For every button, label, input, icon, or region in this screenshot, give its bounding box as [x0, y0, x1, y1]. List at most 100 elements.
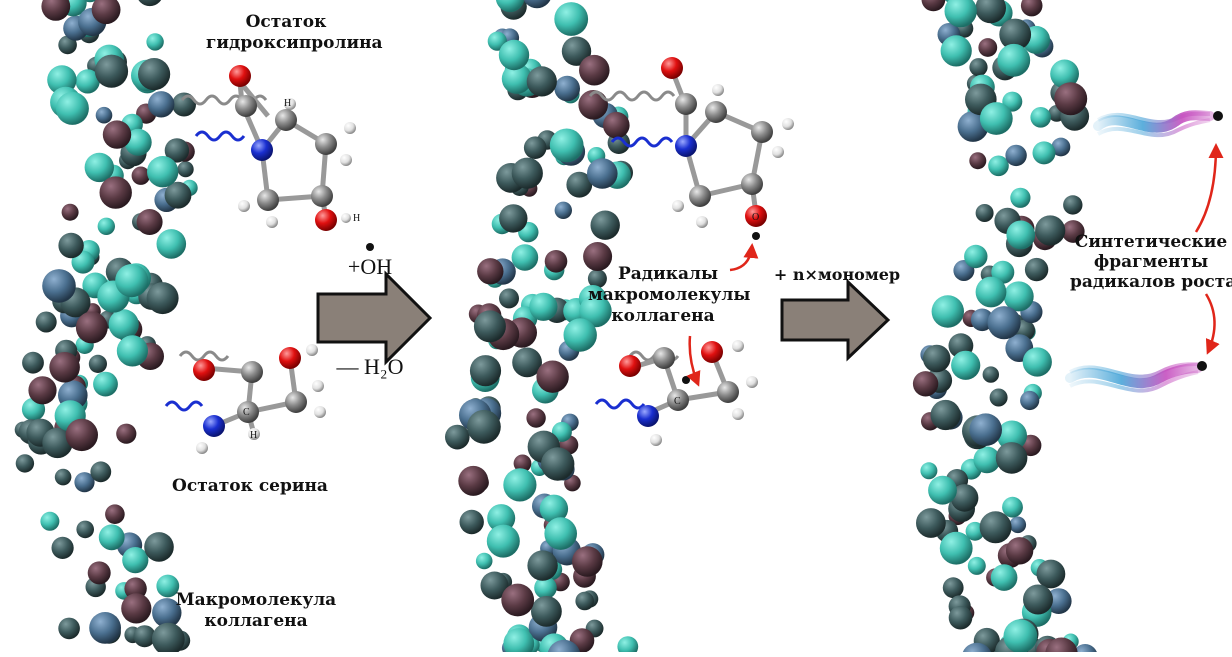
helix-atom-sphere — [1020, 390, 1040, 411]
helix-atom-sphere — [172, 92, 196, 117]
synthetic-fragments-label: Синтетические фрагменты радикалов роста — [1070, 232, 1232, 292]
helix-atom-sphere — [1035, 215, 1066, 246]
helix-atom-sphere — [475, 552, 493, 570]
helix-atom-sphere — [511, 244, 539, 271]
helix-atom-sphere — [54, 468, 72, 486]
helix-atom-sphere — [526, 408, 546, 428]
helix-atom-sphere — [89, 612, 121, 644]
helix-atom-sphere — [1030, 107, 1051, 128]
helix-atom-sphere — [940, 35, 972, 67]
helix-atom-sphere — [164, 181, 192, 209]
helix-atom-sphere — [982, 366, 999, 383]
helix-atom-sphere — [1006, 220, 1036, 250]
helix-atom-sphere — [1009, 516, 1027, 534]
helix-atom-sphere — [1054, 82, 1088, 116]
helix-atom-sphere — [912, 371, 939, 397]
helix-atom-sphere — [1036, 559, 1066, 589]
helix-atom-sphere — [503, 628, 535, 657]
helix-atom-sphere — [1023, 584, 1053, 615]
helix-atom-sphere — [58, 232, 84, 259]
helix-atom-sphere — [22, 351, 44, 374]
helix-atom-sphere — [554, 2, 589, 36]
hydroxyl-radical-dot — [366, 243, 374, 251]
helix-atom-sphere — [549, 128, 584, 163]
collagen-helix-middle — [445, 0, 639, 657]
helix-atom-sphere — [116, 335, 148, 367]
helix-atom-sphere — [997, 43, 1031, 77]
helix-atom-sphere — [91, 0, 121, 25]
helix-atom-sphere — [930, 399, 961, 431]
helix-atom-sphere — [40, 511, 60, 531]
helix-atom-sphere — [587, 269, 607, 289]
helix-atom-sphere — [124, 128, 152, 156]
radicals-label-line-3: коллагена — [611, 306, 715, 326]
helix-atom-sphere — [133, 625, 156, 648]
helix-atom-sphere — [942, 577, 964, 599]
helix-atom-sphere — [554, 201, 572, 219]
helix-atom-sphere — [523, 0, 551, 9]
helix-atom-sphere — [579, 54, 610, 86]
helix-atom-sphere — [42, 427, 73, 459]
helix-atom-sphere — [138, 0, 162, 7]
helix-atom-sphere — [531, 596, 562, 627]
serine-radical-molecule: C — [594, 340, 758, 446]
helix-atom-sphere — [90, 461, 112, 483]
helix-atom-sphere — [88, 354, 107, 373]
collagen-helix-left — [14, 0, 198, 656]
helix-atom-sphere — [87, 561, 111, 585]
helix-atom-sphere — [534, 576, 557, 600]
helix-atom-sphere — [41, 0, 71, 21]
hydroxyproline-label-line-1: Остаток — [245, 12, 327, 32]
helix-atom-sphere — [536, 360, 569, 393]
helix-atom-sphere — [121, 593, 152, 624]
helix-atom-sphere — [1061, 220, 1085, 243]
helix-atom-sphere — [920, 462, 938, 480]
helix-atom-sphere — [975, 0, 1006, 24]
byproduct-water-label: — H₂O — [336, 354, 404, 379]
helix-atom-sphere — [131, 166, 150, 185]
helix-atom-sphere — [969, 413, 1002, 447]
synthetic-fragment-bottom — [1065, 361, 1207, 393]
helix-atom-sphere — [975, 276, 1007, 308]
helix-atom-sphere — [58, 617, 80, 640]
hydroxyproline-molecule-left: H H — [180, 65, 360, 231]
helix-atom-sphere — [1051, 137, 1071, 157]
helix-atom-sphere — [51, 536, 74, 560]
helix-atom-sphere — [1005, 537, 1034, 565]
helix-atom-sphere — [495, 0, 525, 13]
fragments-label-line-2: фрагменты — [1093, 252, 1209, 272]
helix-atom-sphere — [148, 91, 175, 118]
helix-atom-sphere — [146, 33, 164, 51]
reaction-arrow-1 — [316, 270, 433, 366]
collagen-helix-right — [912, 0, 1098, 657]
atom-label-c: C — [674, 396, 681, 407]
helix-atom-sphere — [138, 58, 171, 91]
helix-atom-sphere — [84, 152, 115, 183]
helix-atom-sphere — [575, 591, 594, 611]
helix-atom-sphere — [583, 242, 613, 271]
helix-atom-sphere — [469, 355, 502, 387]
radicals-label-line-2: макромолекулы — [588, 285, 751, 305]
helix-atom-sphere — [512, 347, 542, 378]
helix-atom-sphere — [42, 269, 76, 303]
helix-atom-sphere — [590, 210, 620, 240]
helix-atom-sphere — [922, 344, 951, 373]
helix-atom-sphere — [511, 157, 543, 189]
helix-atom-sphere — [501, 583, 535, 617]
helix-atom-sphere — [156, 574, 180, 598]
helix-atom-sphere — [563, 318, 597, 352]
helix-atom-sphere — [979, 102, 1013, 135]
collagen-label-line-2: коллагена — [204, 611, 308, 631]
helix-atom-sphere — [587, 158, 618, 189]
helix-atom-sphere — [523, 136, 547, 159]
hydroxyproline-residue-label: Остаток гидроксипролина — [206, 12, 383, 54]
helix-atom-sphere — [987, 306, 1021, 340]
helix-atom-sphere — [115, 264, 149, 298]
helix-atom-sphere — [997, 420, 1027, 451]
helix-atom-sphere — [95, 106, 113, 124]
helix-atom-sphere — [967, 556, 986, 575]
helix-atom-sphere — [1045, 588, 1072, 614]
helix-atom-sphere — [35, 311, 57, 333]
reagent-oh-label: +OH — [347, 254, 393, 279]
